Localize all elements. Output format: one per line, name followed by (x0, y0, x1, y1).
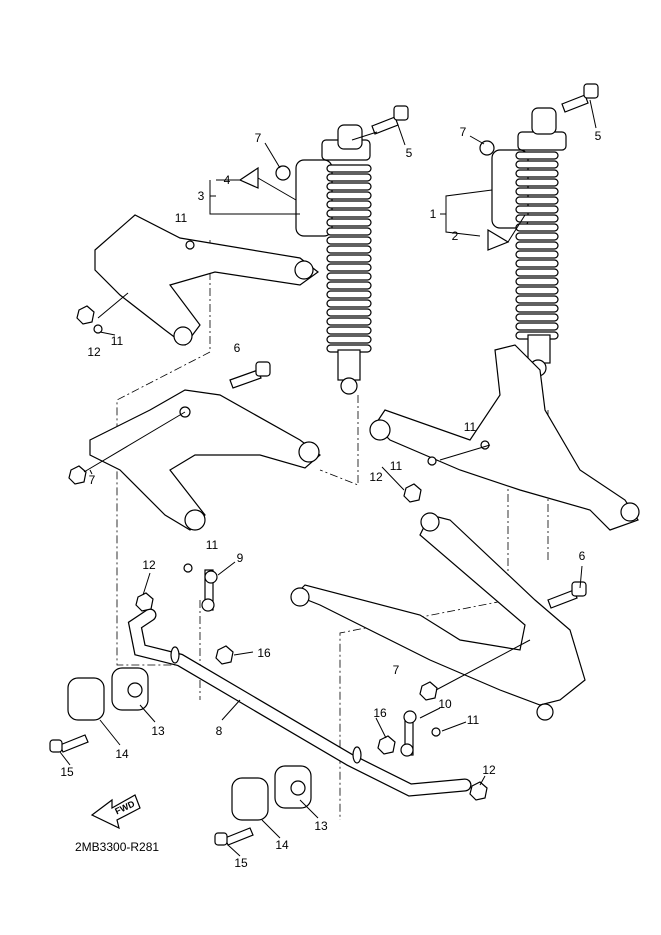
callout-12: 12 (87, 345, 101, 359)
callout-7: 7 (392, 663, 400, 677)
right-shock-absorber (491, 107, 567, 377)
callout-6: 6 (578, 549, 586, 563)
left-shock-absorber (295, 124, 372, 395)
callout-12: 12 (142, 558, 156, 572)
callout-4: 4 (223, 173, 231, 187)
callout-14: 14 (115, 747, 129, 761)
callout-7: 7 (254, 131, 262, 145)
callout-16: 16 (257, 646, 271, 660)
callout-7: 7 (88, 473, 96, 487)
callout-13: 13 (314, 819, 328, 833)
callout-11: 11 (466, 713, 480, 727)
callout-12: 12 (482, 763, 496, 777)
callout-5: 5 (405, 146, 413, 160)
callout-5: 5 (594, 129, 602, 143)
callout-12: 12 (369, 470, 383, 484)
callout-11: 11 (110, 334, 124, 348)
callout-7: 7 (459, 125, 467, 139)
callout-10: 10 (438, 697, 452, 711)
callout-6: 6 (233, 341, 241, 355)
diagram-code: 2MB3300-R281 (75, 840, 160, 854)
callout-9: 9 (236, 551, 244, 565)
callout-13: 13 (151, 724, 165, 738)
callout-15: 15 (60, 765, 74, 779)
callout-11: 11 (205, 538, 219, 552)
callout-16: 16 (373, 706, 387, 720)
callout-15: 15 (234, 856, 248, 870)
callout-11: 11 (463, 420, 477, 434)
callout-11: 11 (389, 459, 403, 473)
callout-1: 1 (429, 207, 437, 221)
fwd-arrow-icon (90, 794, 141, 830)
callout-2: 2 (451, 229, 459, 243)
callout-11: 11 (174, 211, 188, 225)
callout-14: 14 (275, 838, 289, 852)
callout-3: 3 (197, 189, 205, 203)
callout-8: 8 (215, 724, 223, 738)
